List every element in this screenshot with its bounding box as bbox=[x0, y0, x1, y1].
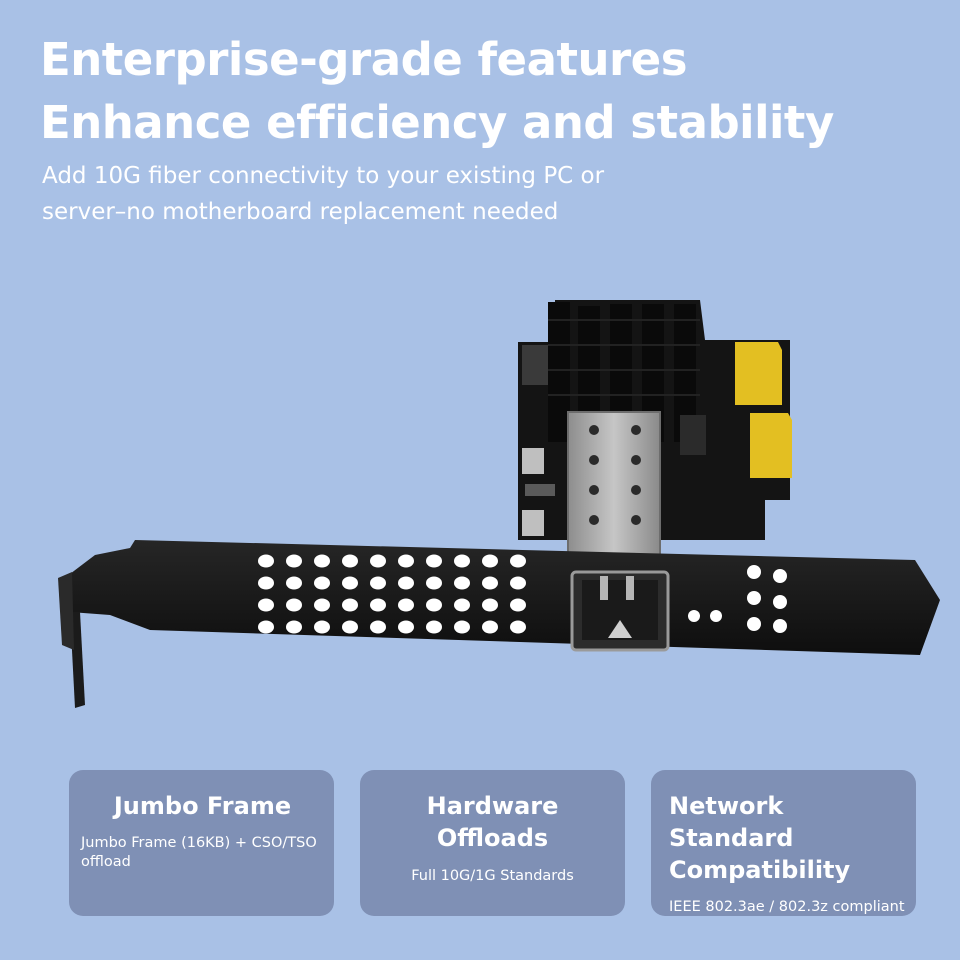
gold-contacts bbox=[735, 342, 792, 478]
feature-card-network-standard: Network Standard Compatibility IEEE 802.… bbox=[651, 770, 916, 916]
sfp-port bbox=[570, 570, 670, 652]
subheadline-line-2: server–no motherboard replacement needed bbox=[42, 199, 559, 225]
heatsink bbox=[548, 302, 706, 455]
feature-card-jumbo-frame: Jumbo Frame Jumbo Frame (16KB) + CSO/TSO… bbox=[69, 770, 334, 916]
feature-title: Jumbo Frame bbox=[113, 792, 292, 820]
feature-description: IEEE 802.3ae / 802.3z compliant bbox=[669, 899, 905, 915]
feature-title: Network Standard Compatibility bbox=[669, 792, 851, 884]
headline-line-2: Enhance efficiency and stability bbox=[40, 96, 834, 149]
feature-title: Hardware Offloads bbox=[426, 792, 559, 852]
headline: Enterprise-grade features Enhance effici… bbox=[40, 28, 834, 154]
feature-card-hardware-offloads: Hardware Offloads Full 10G/1G Standards bbox=[360, 770, 625, 916]
subheadline: Add 10G fiber connectivity to your exist… bbox=[42, 158, 604, 230]
feature-description: Full 10G/1G Standards bbox=[411, 868, 574, 884]
subheadline-line-1: Add 10G fiber connectivity to your exist… bbox=[42, 163, 605, 189]
sfp-cage bbox=[567, 411, 661, 573]
pci-bracket bbox=[58, 540, 940, 708]
feature-description: Jumbo Frame (16KB) + CSO/TSO offload bbox=[81, 835, 317, 870]
headline-line-1: Enterprise-grade features bbox=[40, 33, 687, 86]
